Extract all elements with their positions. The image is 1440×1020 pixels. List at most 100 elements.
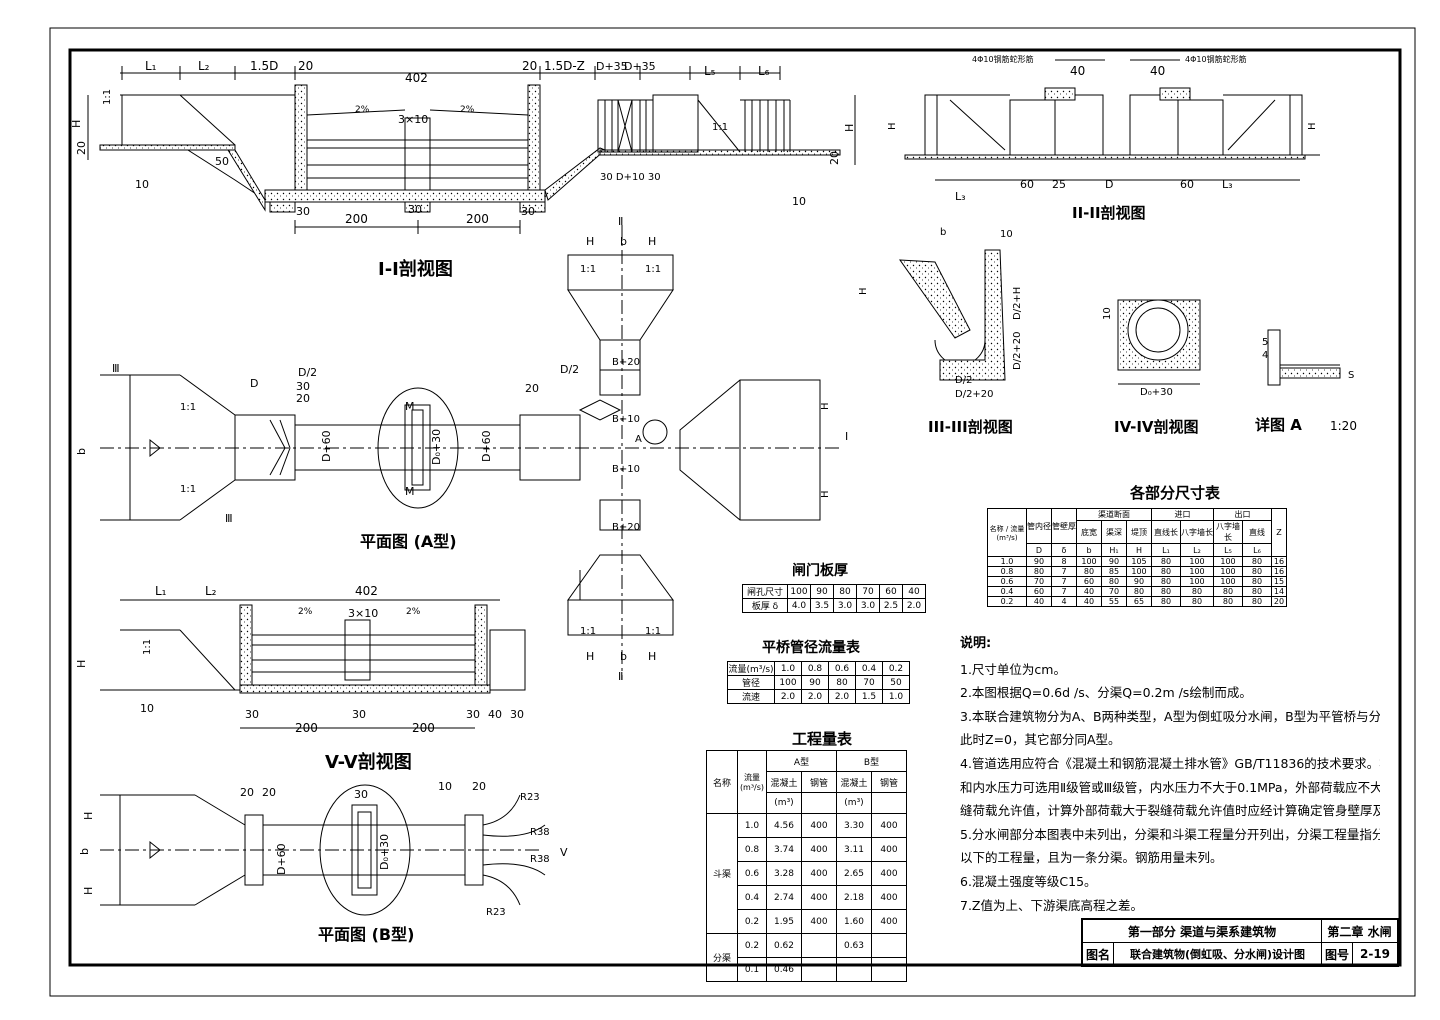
dim-60-b: 60 [1180,178,1194,191]
pct-right: 2% [460,105,475,115]
title-block: 第一部分 渠道与渠系建筑物 第二章 水闸 图名 联合建筑物(倒虹吸、分水闸)设计… [1081,918,1399,967]
v-30b: 30 [352,708,366,721]
planb-d030: D₀+30 [378,834,391,870]
note-line: 4.管道选用应符合《混凝土和钢筋混凝土排水管》GB/T11836的技术要求。根据… [960,755,1380,771]
planb-H1: H [82,812,95,820]
title-block-part: 第一部分 渠道与渠系建筑物 [1081,918,1322,943]
v-beam: 3×10 [348,607,378,620]
section-2-2: 40 40 4Φ10钢筋蛇形筋 4Φ10钢筋蛇形筋 60 25 D 60 L₃ … [887,54,1320,203]
dim-H-ii-right: H [1307,122,1318,130]
cross-i-label: I [845,430,848,443]
planb-R23a: R23 [520,792,540,803]
dim-20b: 20 [522,59,537,73]
quantities-title: 工程量表 [792,730,853,748]
rebar-note-left: 4Φ10钢筋蛇形筋 [972,54,1034,64]
dim-60-a: 60 [1020,178,1034,191]
title-section-2: II-II剖视图 [1072,204,1146,222]
dim-H-right: H [843,124,856,132]
dim-402: 402 [405,71,428,85]
planb-V: V [560,846,568,859]
dim-30-d10: 30 D+10 30 [600,172,661,183]
plan-a-D: D [250,377,258,390]
plan-a-cross: B+20 B+10 B+10 B+20 A H b H H b H Ⅱ Ⅱ I … [567,215,848,683]
plan-a-d030: D₀+30 [430,429,443,465]
v-30a: 30 [245,708,259,721]
table-row: 0.1 0.46 [707,957,907,982]
slope-1-1-right: 1:1 [712,122,728,133]
title-section-3: III-III剖视图 [928,418,1013,436]
v-200b: 200 [412,721,435,735]
table-row: 板厚 δ 4.0 3.5 3.0 3.0 2.5 2.0 [742,598,926,613]
title-section-4: IV-IV剖视图 [1114,418,1199,436]
dim-H-left: H [70,120,83,128]
detA-4: 4 [1262,350,1268,361]
plan-a-iii-bottom: Ⅲ [225,512,233,525]
plan-a-20: 20 [296,392,310,405]
dim-d35a: D+35 [596,60,628,73]
plan-a-d60: D+60 [320,430,333,462]
section-4-4: D₀+30 10 [1102,299,1201,398]
dim-L5: L₅ [704,64,716,78]
sec3-b: b [940,227,946,238]
cross-ii-top: Ⅱ [618,215,623,228]
planb-R23b: R23 [486,907,506,918]
cross-slope-bot-l: 1:1 [580,626,596,637]
plan-a: D D/2 30 20 D+60 D₀+30 D+60 M M Ⅲ Ⅲ 1:1 … [75,362,840,525]
plan-a-20b: 20 [525,382,539,395]
rebar-note-right: 4Φ10钢筋蛇形筋 [1185,54,1247,64]
v-pct2: 2% [406,607,421,617]
v-pct1: 2% [298,607,313,617]
notes-block: 说明: 1.尺寸单位为cm。 2.本图根据Q=0.6d /s、分渠Q=0.2m … [960,632,1380,917]
note-line: 和内水压力可选用Ⅱ级管或Ⅲ级管，内水压力不大于0.1MPa，外部荷载应不大于其裂 [960,779,1380,795]
dim-20-right: 20 [828,151,841,165]
sec3-d220b: D/2+20 [955,389,994,400]
dim-40-b: 40 [1150,64,1165,78]
outer-border [49,27,1416,997]
note-line: 1.尺寸单位为cm。 [960,661,1066,677]
cross-b10-bot: B+10 [612,464,640,475]
table-row: 第一部分 渠道与渠系建筑物 第二章 水闸 [1081,918,1399,943]
dim-H-ii: H [887,122,898,130]
planb-R38b: R38 [530,854,550,865]
dim-L3-left: L₃ [955,190,966,203]
notes-heading: 说明: [960,636,992,651]
dim-L3: L₃ [1222,178,1233,191]
note-line: 7.Z值为上、下游渠底高程之差。 [960,897,1143,913]
note-line: 3.本联合建筑物分为A、B两种类型，A型为倒虹吸分水闸，B型为平管桥与分水闸联合… [960,708,1380,724]
dim-D: D [1105,178,1113,191]
table-row: 名称 / 流量(m³/s) 管内径 管壁厚 渠道断面 进口 出口 Z [987,508,1287,557]
cross-H-east2: H [820,490,831,498]
v-10: 10 [140,702,154,715]
cross-ii-bot: Ⅱ [618,670,623,683]
detA-5: 5 [1262,337,1268,348]
table-row: 流速 2.0 2.0 2.0 1.5 1.0 [727,689,910,704]
dim-200b: 200 [466,212,489,226]
v-30d: 30 [510,708,524,721]
section-3-3: b 10 D/2+H D/2+20 D/2 D/2+20 H [858,227,1023,400]
dim-L2: L₂ [198,59,210,73]
title-block-no-label: 图号 [1321,942,1353,967]
pipe-flow-table: 流量(m³/s) 1.0 0.8 0.6 0.4 0.2 管径 100 90 8… [727,661,910,704]
plan-a-d2b: D/2 [560,363,579,376]
dim-30b: 30 [408,203,422,216]
section-1-1: L₁ L₂ 1.5D 20 402 20 1.5D-Z D+35 D+35 L₅… [70,59,856,234]
dim-1-5d-z: 1.5D-Z [544,59,585,73]
cross-b10-top: B+10 [612,414,640,425]
sec3-d2-a: D/2 [955,375,972,386]
planb-d60: D+60 [275,843,288,875]
v-H: H [75,660,88,668]
dim-20a: 20 [298,59,313,73]
cross-slope-top-r: 1:1 [645,264,661,275]
note-line: 缝荷载允许值，计算外部荷载大于裂缝荷载允许值时应经计算确定管身壁厚及配筋。 [960,803,1380,819]
table-row: 管径 100 90 80 70 50 [727,675,910,690]
dim-25-a: 25 [1052,178,1066,191]
planb-10: 10 [438,780,452,793]
dim-50: 50 [215,155,229,168]
dim-L1: L₁ [145,59,157,73]
cross-slope-bot-r: 1:1 [645,626,661,637]
planb-20c: 20 [472,780,486,793]
note-line: 以下的工程量，且为一条分渠。钢筋用量未列。 [960,850,1223,866]
